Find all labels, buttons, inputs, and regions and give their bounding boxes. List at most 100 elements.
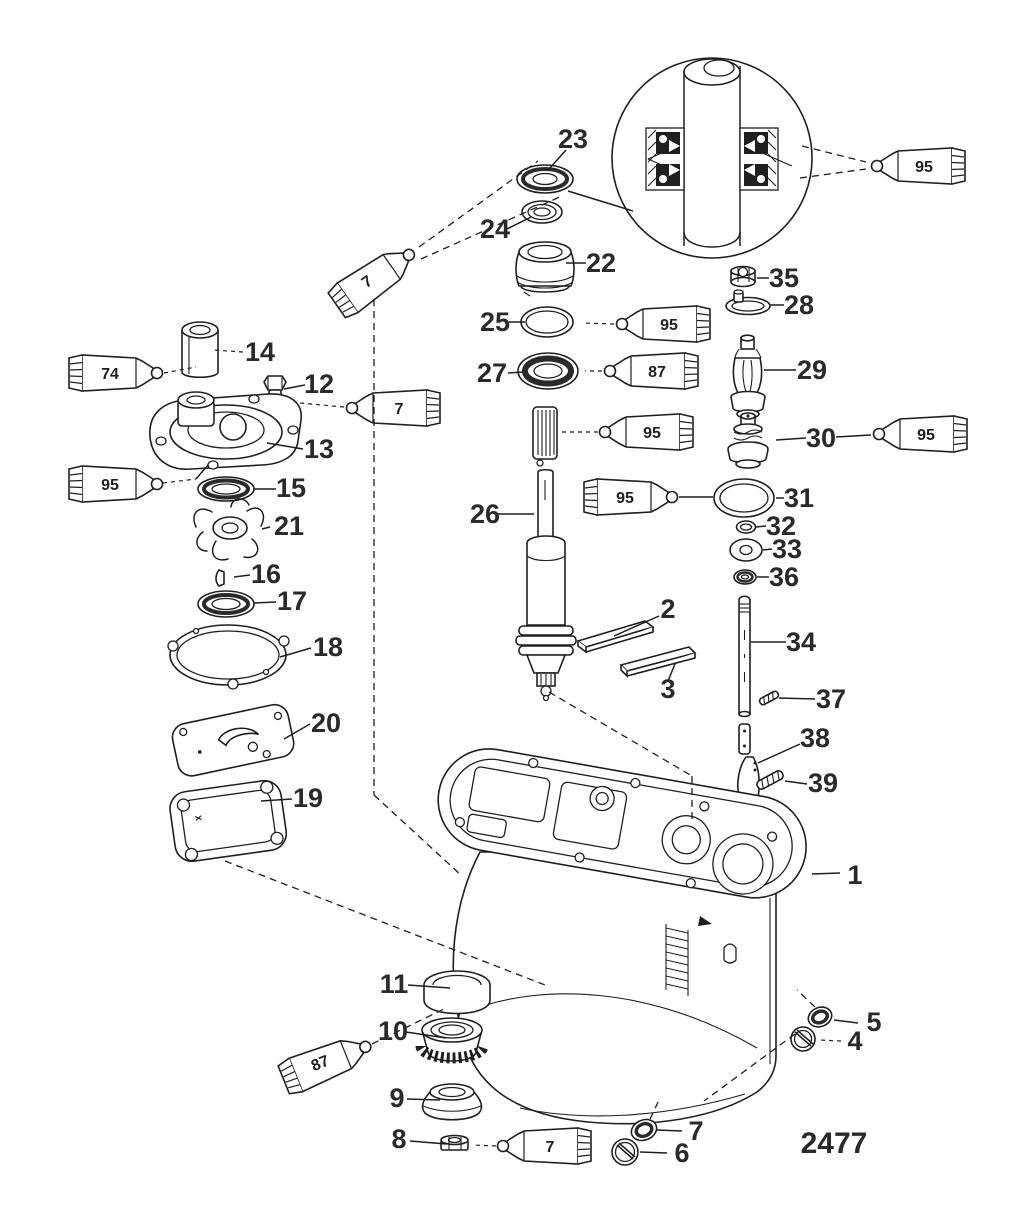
lubricant-tube-7-mid: 7 [345, 389, 441, 427]
lubricant-tube-95-mid: 95 [615, 305, 711, 343]
callout-labels: 1 2 3 4 5 6 7 8 9 10 11 12 13 14 15 16 1… [245, 124, 882, 1168]
callout-24: 24 [480, 214, 510, 244]
callout-8: 8 [391, 1124, 406, 1154]
callout-leader-lines [233, 149, 872, 1154]
callout-3: 3 [660, 674, 675, 704]
part-2-shim [576, 620, 655, 654]
callout-29: 29 [797, 355, 827, 385]
part-25-o-ring [520, 306, 574, 338]
part-35-nut [730, 265, 756, 288]
callout-35: 35 [769, 263, 799, 293]
callout-21: 21 [274, 511, 304, 541]
part-3-shim [619, 646, 697, 678]
callout-28: 28 [784, 290, 814, 320]
tube-label: 87 [648, 364, 666, 381]
callout-26: 26 [470, 499, 500, 529]
part-17-seal-ring [197, 590, 255, 618]
callout-36: 36 [769, 562, 799, 592]
tube-label: 7 [546, 1139, 555, 1156]
lubricant-tube-87-lower: 87 [276, 1027, 379, 1098]
drawing-number: 2477 [801, 1127, 868, 1160]
part-36-seal-small [733, 569, 757, 585]
callout-17: 17 [277, 586, 307, 616]
callout-18: 18 [313, 632, 343, 662]
callout-22: 22 [586, 248, 616, 278]
part-20-wear-plate [171, 703, 295, 777]
lubricant-tube-95-right: 95 [872, 415, 968, 453]
part-15-seal-ring [197, 476, 255, 502]
tube-label: 95 [101, 477, 119, 494]
callout-30: 30 [806, 423, 836, 453]
part-4-screw [790, 1026, 816, 1052]
callout-15: 15 [276, 473, 306, 503]
tube-label: 7 [395, 401, 404, 418]
callout-19: 19 [293, 783, 323, 813]
lubricant-tube-7-upper: 7 [325, 236, 425, 321]
callout-38: 38 [800, 723, 830, 753]
part-5-sealing-washer [807, 1006, 833, 1028]
lubricant-tube-95-top-right: 95 [870, 147, 966, 185]
part-27-oil-seal [517, 352, 579, 390]
callout-32: 32 [766, 511, 796, 541]
tube-label: 87 [309, 1053, 332, 1075]
lubricant-tube-87-mid: 87 [603, 352, 699, 390]
callout-6: 6 [674, 1138, 689, 1168]
part-23-oil-seal [516, 164, 574, 194]
part-31-o-ring [713, 478, 775, 518]
callout-27: 27 [477, 358, 507, 388]
part-18-gasket [167, 624, 290, 690]
part-14-sleeve [181, 321, 219, 379]
callout-10: 10 [378, 1016, 408, 1046]
callout-34: 34 [786, 627, 816, 657]
seal-section-left [645, 127, 685, 191]
callout-37: 37 [816, 684, 846, 714]
part-1-gear-housing [437, 748, 807, 1125]
callout-12: 12 [304, 369, 334, 399]
part-28-retainer-clip [725, 289, 771, 316]
callout-20: 20 [311, 708, 341, 738]
tube-label: 95 [643, 425, 661, 442]
part-21-impeller [193, 498, 265, 561]
callout-9: 9 [389, 1083, 404, 1113]
tube-label: 95 [915, 159, 933, 176]
part-26-driveshaft [515, 468, 577, 702]
part-26-driveshaft-splined-end [532, 406, 558, 467]
callout-14: 14 [245, 337, 275, 367]
part-33-washer [729, 538, 763, 562]
callout-23: 23 [558, 124, 588, 154]
tube-label: 95 [660, 317, 678, 334]
tube-label: 74 [101, 366, 119, 383]
lubricant-tube-95-driveshaft: 95 [598, 413, 694, 451]
part-30-valve-seat [727, 412, 769, 469]
part-9-tapered-bushing [421, 1083, 483, 1121]
part-8-nut [440, 1134, 469, 1151]
part-34-shift-shaft [738, 595, 751, 755]
callout-31: 31 [784, 483, 814, 513]
callout-5: 5 [866, 1007, 881, 1037]
part-39-pin [756, 770, 784, 790]
callout-2: 2 [660, 594, 675, 624]
part-6-screw [611, 1138, 639, 1166]
part-37-pin [758, 690, 780, 706]
lubricant-tube-7-lower: 7 [496, 1127, 592, 1165]
part-11-bearing-race [423, 970, 491, 1015]
callout-39: 39 [808, 768, 838, 798]
part-16-impeller-key [215, 569, 225, 587]
part-32-o-ring-small [735, 520, 757, 534]
lubricant-tube-95-left: 95 [68, 465, 164, 503]
part-19-gasket [169, 779, 288, 863]
callout-13: 13 [304, 434, 334, 464]
part-22-seal-carrier [515, 241, 575, 297]
lubricant-tube-74: 74 [68, 354, 164, 392]
seal-section-right [739, 127, 793, 191]
callout-11: 11 [380, 969, 409, 999]
part-13-water-pump-cover [149, 391, 302, 470]
bearing-seal-detail-circle [567, 57, 813, 259]
callout-1: 1 [847, 860, 862, 890]
part-7-sealing-washer [630, 1118, 658, 1142]
detail-reference-line [567, 190, 634, 212]
part-29-relief-valve [730, 334, 766, 419]
tube-label: 95 [917, 427, 935, 444]
lubricant-leader-lines [162, 145, 867, 1147]
